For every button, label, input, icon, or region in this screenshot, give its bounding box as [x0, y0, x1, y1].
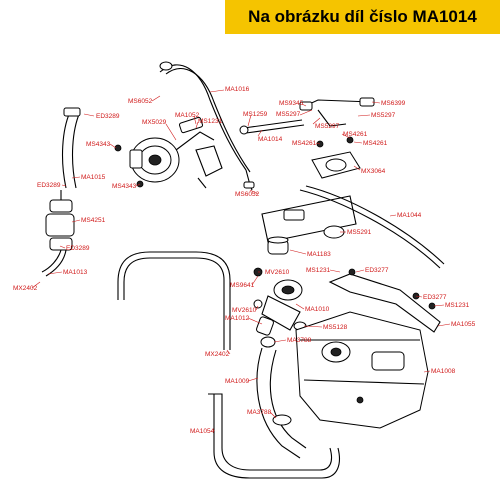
part-label: MS6399 [381, 100, 406, 107]
part-label: MX2402 [205, 351, 230, 358]
part-label: MS6052 [235, 191, 260, 198]
part-label: ED3289 [66, 245, 90, 252]
part-label: MS4343 [86, 141, 111, 148]
part-label: MA1183 [307, 251, 331, 258]
part-label: MS4261 [292, 140, 317, 147]
part-label: MA1012 [225, 315, 250, 322]
part-label: MX5029 [142, 119, 167, 126]
part-label: MS5297 [276, 111, 301, 118]
part-label: MS4261 [363, 140, 388, 147]
part-label: MA1009 [225, 378, 250, 385]
part-number-banner: Na obrázku díl číslo MA1014 [225, 0, 500, 34]
part-label: MA1014 [258, 136, 283, 143]
part-label: MA1016 [225, 86, 250, 93]
part-label: MS5128 [323, 324, 348, 331]
part-label: MA1055 [451, 321, 476, 328]
part-label: MS5291 [347, 229, 372, 236]
part-label: MS1231 [445, 302, 470, 309]
part-label: MA1052 [175, 112, 200, 119]
part-label: MS9345 [279, 100, 304, 107]
banner-title: Na obrázku díl číslo MA1014 [248, 7, 477, 26]
part-label: ED3289 [37, 182, 61, 189]
part-label: MS4261 [343, 131, 368, 138]
part-label: MS4251 [81, 217, 106, 224]
part-label: MS1259 [243, 111, 268, 118]
part-label: ED3289 [96, 113, 120, 120]
part-label: MX2402 [13, 285, 38, 292]
part-label: MS6052 [128, 98, 153, 105]
parts-drawing [41, 61, 445, 479]
part-label: MS5297 [371, 112, 396, 119]
part-label: ED3277 [365, 267, 389, 274]
part-label: MA1054 [190, 428, 215, 435]
part-label: MA3788 [247, 409, 272, 416]
part-label: MS4343 [112, 183, 137, 190]
part-label: MA1015 [81, 174, 106, 181]
part-label: MA3788 [287, 337, 312, 344]
part-label: MS1231 [306, 267, 331, 274]
part-label: MS1231 [198, 118, 223, 125]
part-label: MA1008 [431, 368, 456, 375]
leader-lines [31, 89, 451, 431]
part-label: MS9641 [230, 282, 255, 289]
part-label: MA1010 [305, 306, 330, 313]
part-label: MV2610 [232, 307, 257, 314]
part-labels: MA1016 MS6052 ED3289 MA1052 MX5029 MS123… [13, 86, 476, 435]
part-label: MS5297 [315, 123, 340, 130]
part-label: MX3064 [361, 168, 386, 175]
part-label: ED3277 [423, 294, 447, 301]
part-label: MV2610 [265, 269, 290, 276]
part-label: MA1013 [63, 269, 88, 276]
part-label: MA1044 [397, 212, 422, 219]
